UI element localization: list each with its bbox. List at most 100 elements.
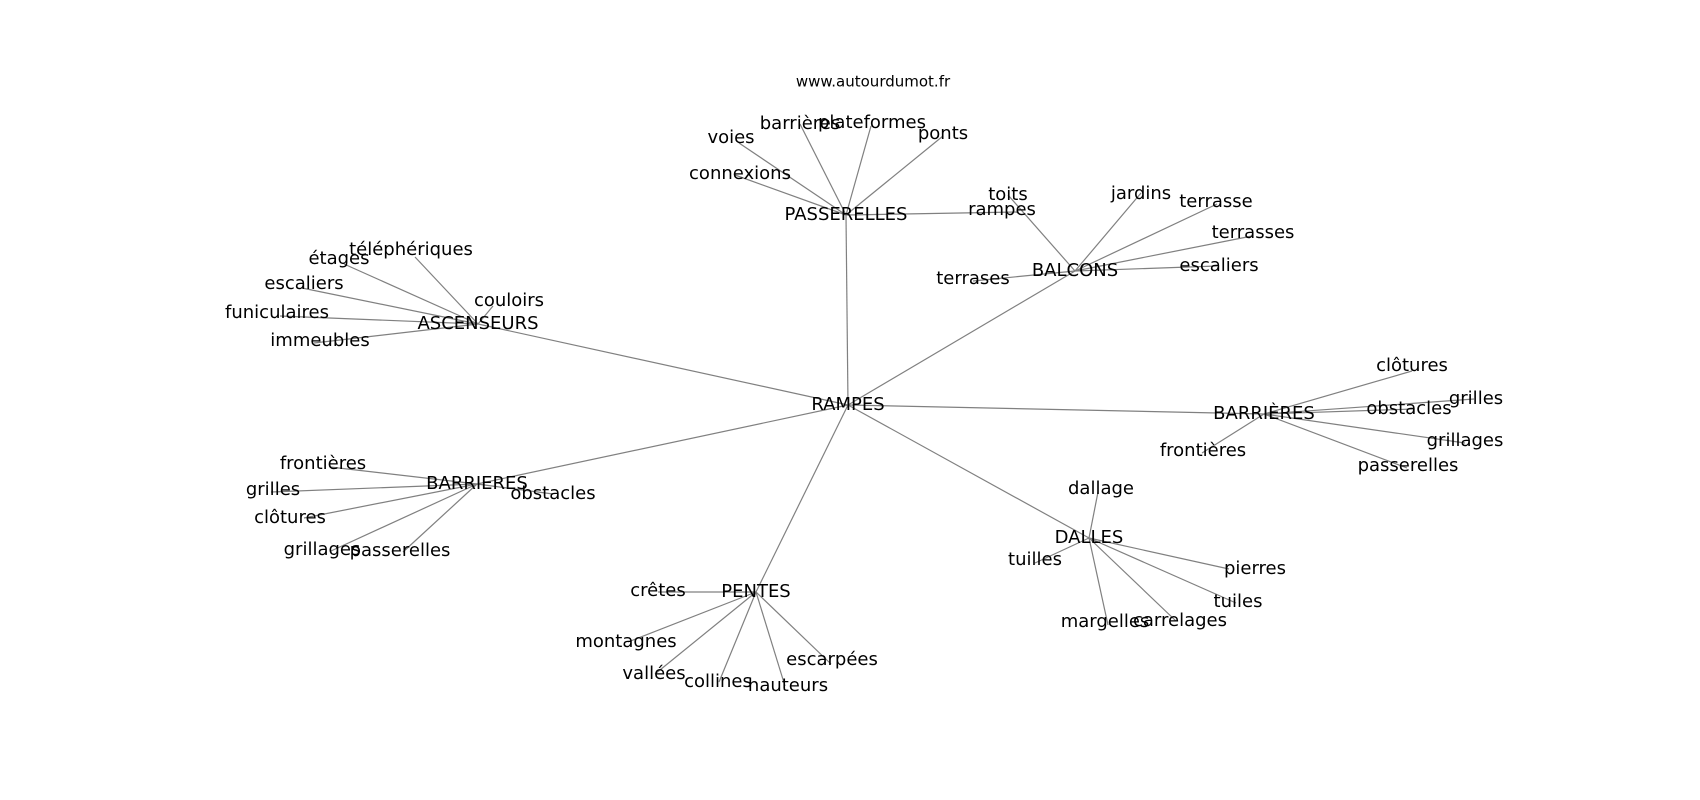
edge-group-4-child-1 <box>270 483 478 493</box>
leaf-node: pierres <box>1224 558 1286 579</box>
edge-group-3-child-3 <box>1263 413 1466 444</box>
edge-group-1-child-4 <box>1074 265 1218 272</box>
edge-root-to-2 <box>477 323 849 406</box>
leaf-node: obstacles <box>510 483 595 504</box>
edge-root-to-4 <box>476 404 849 485</box>
edge-root-to-0 <box>845 214 849 406</box>
group-node: BALCONS <box>1032 260 1118 281</box>
leaf-node: clôtures <box>254 507 326 528</box>
group-node: DALLES <box>1055 527 1124 548</box>
leaf-node: margelles <box>1061 611 1150 632</box>
leaf-node: barrières <box>760 113 840 134</box>
label-layer: RAMPES PASSERELLES connexions voies barrière… <box>225 112 1503 696</box>
group-node: BARRIÈRES <box>1213 402 1315 424</box>
edge-group-2-child-4 <box>279 315 479 325</box>
leaf-node: immeubles <box>270 330 369 351</box>
edge-group-1-child-5 <box>972 270 1076 282</box>
edge-group-5-child-2 <box>1088 537 1230 570</box>
leaf-node: vallées <box>622 663 685 684</box>
leaf-node: dallage <box>1068 478 1134 499</box>
root-node: RAMPES <box>811 394 884 415</box>
edge-group-5-child-4 <box>1088 537 1109 626</box>
edge-group-5-child-5 <box>1088 537 1177 622</box>
edge-group-2-child-5 <box>313 323 479 344</box>
leaf-node: escaliers <box>1179 255 1258 276</box>
edge-group-4-child-4 <box>402 483 478 553</box>
edge-root-to-3 <box>847 404 1265 415</box>
group-node: PASSERELLES <box>785 204 908 225</box>
edge-group-3-child-5 <box>1201 413 1265 454</box>
leaf-node: escarpées <box>786 649 878 670</box>
edge-root-to-6 <box>755 404 849 593</box>
leaf-node: tuilles <box>1008 549 1062 570</box>
edge-group-4-child-2 <box>303 483 478 519</box>
leaf-node: funiculaires <box>225 302 329 323</box>
edge-group-1-child-2 <box>1074 203 1218 272</box>
edge-group-3-child-2 <box>1263 408 1415 415</box>
edge-group-4-child-3 <box>330 483 478 552</box>
leaf-node: frontières <box>280 453 366 474</box>
leaf-node: téléphériques <box>349 239 473 260</box>
leaf-node: ponts <box>918 123 968 144</box>
leaf-node: collines <box>684 671 752 692</box>
leaf-node: rampes <box>968 199 1036 220</box>
edge-group-0-child-1 <box>738 142 847 216</box>
group-node: ASCENSEURS <box>417 313 538 334</box>
edge-layer <box>270 123 1475 687</box>
leaf-node: jardins <box>1110 183 1171 204</box>
leaf-node: hauteurs <box>748 675 828 696</box>
leaf-node: crêtes <box>630 580 686 601</box>
edge-root-to-1 <box>847 270 1076 406</box>
leaf-node: obstacles <box>1366 398 1451 419</box>
edge-group-1-child-3 <box>1074 235 1253 272</box>
edge-group-3-child-1 <box>1263 398 1475 415</box>
edge-group-6-child-2 <box>654 591 757 675</box>
leaf-node: plateformes <box>818 112 926 133</box>
edge-group-0-child-0 <box>734 174 847 216</box>
edge-group-6-child-3 <box>718 591 757 683</box>
edge-group-5-child-0 <box>1088 491 1099 539</box>
leaf-node: grillages <box>284 539 361 560</box>
leaf-node: passerelles <box>1358 455 1459 476</box>
group-node: PENTES <box>721 581 791 602</box>
edge-group-4-child-5 <box>476 483 554 495</box>
leaf-node: grilles <box>246 479 300 500</box>
leaf-node: tuiles <box>1214 591 1263 612</box>
edge-group-6-child-1 <box>627 591 757 643</box>
site-watermark: www.autourdumot.fr <box>796 73 951 91</box>
edge-group-6-child-4 <box>755 591 786 687</box>
edge-group-6-child-5 <box>755 591 832 665</box>
leaf-node: connexions <box>689 163 791 184</box>
edge-group-1-child-0 <box>1007 194 1076 272</box>
edge-group-0-child-3 <box>845 125 872 216</box>
edge-group-2-child-3 <box>477 305 494 325</box>
edge-group-1-child-1 <box>1074 192 1142 272</box>
leaf-node: carrelages <box>1133 610 1227 631</box>
leaf-node: escaliers <box>264 273 343 294</box>
edge-group-4-child-0 <box>329 466 478 485</box>
edge-root-to-5 <box>847 404 1090 539</box>
edge-group-5-child-1 <box>1034 537 1090 564</box>
leaf-node: couloirs <box>474 290 544 311</box>
group-node: BARRIERES <box>426 473 528 494</box>
leaf-node: frontières <box>1160 440 1246 461</box>
leaf-node: terrasses <box>1212 222 1295 243</box>
leaf-node: étages <box>308 248 369 269</box>
edge-group-3-child-4 <box>1263 413 1408 469</box>
leaf-node: toits <box>988 184 1028 205</box>
edge-group-0-child-2 <box>799 123 847 216</box>
leaf-node: terrases <box>936 268 1009 289</box>
edge-group-3-child-0 <box>1263 370 1413 415</box>
edge-group-2-child-1 <box>343 263 479 325</box>
leaf-node: voies <box>707 127 754 148</box>
leaf-node: passerelles <box>350 540 451 561</box>
edge-group-2-child-0 <box>414 256 479 325</box>
leaf-node: montagnes <box>575 631 676 652</box>
leaf-node: grilles <box>1449 388 1503 409</box>
leaf-node: terrasse <box>1179 191 1252 212</box>
leaf-node: clôtures <box>1376 355 1448 376</box>
edge-group-0-child-4 <box>845 135 944 216</box>
edge-group-5-child-3 <box>1088 537 1237 604</box>
edge-group-2-child-2 <box>301 287 479 325</box>
